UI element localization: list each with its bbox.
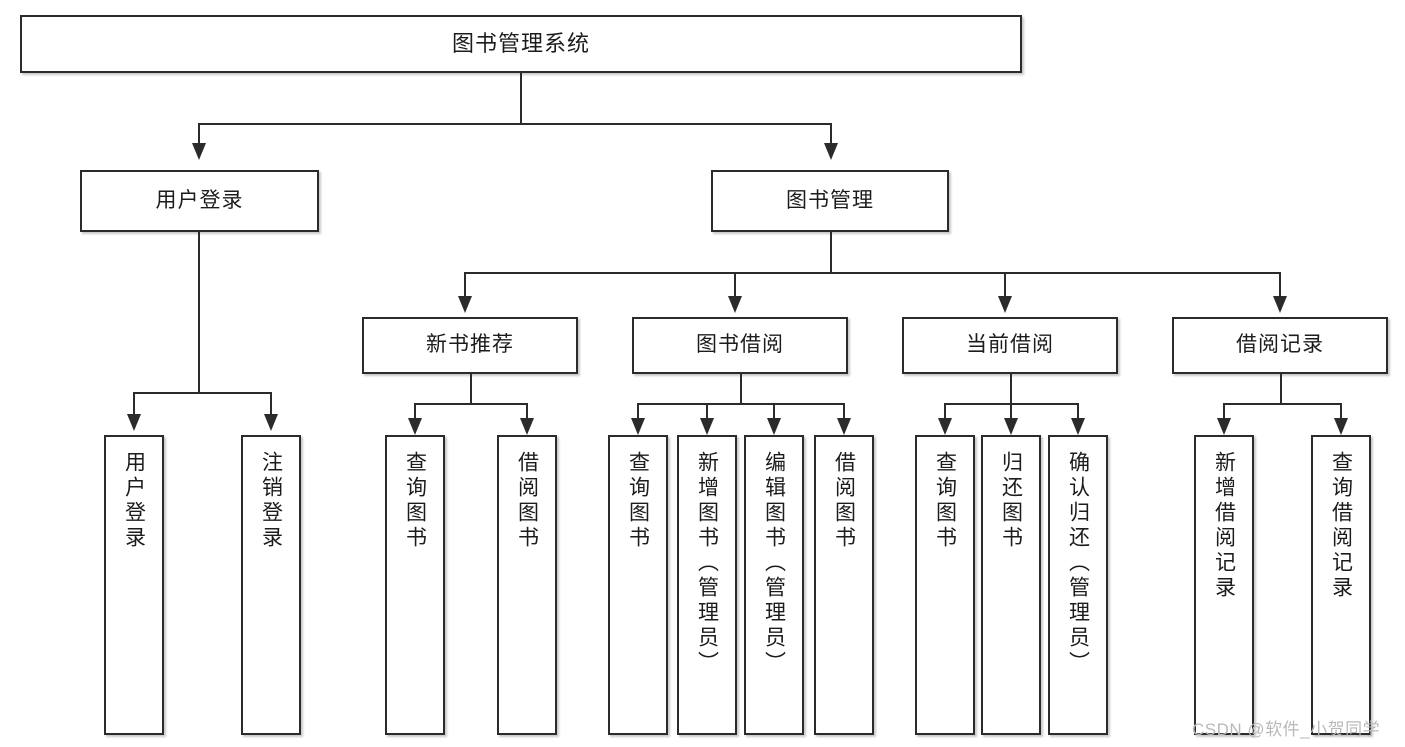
leaf-label: 注销登录: [259, 451, 283, 551]
leaf-label: 查询图书: [626, 451, 650, 551]
connector-book-borrow-bus: [637, 403, 844, 405]
node-current-borrow[interactable]: 当前借阅: [902, 317, 1118, 374]
connector-drop-leaf-user-login-1: [133, 392, 135, 414]
leaf-label: 查询图书: [933, 451, 957, 551]
arrowhead-book-borrow: [728, 296, 742, 313]
leaf-new-book-query-book[interactable]: 查询图书: [385, 435, 445, 735]
leaf-label: 查询图书: [403, 451, 427, 551]
leaf-new-book-borrow-book[interactable]: 借阅图书: [497, 435, 557, 735]
connector-drop-leaf-cb-1: [944, 403, 946, 418]
leaf-user-login-login[interactable]: 用户登录: [104, 435, 164, 735]
node-book-management[interactable]: 图书管理: [711, 170, 949, 232]
leaf-user-login-logout[interactable]: 注销登录: [241, 435, 301, 735]
connector-drop-new-book-recommend: [464, 272, 466, 296]
node-label: 借阅记录: [1236, 333, 1324, 357]
node-book-borrow[interactable]: 图书借阅: [632, 317, 848, 374]
leaf-label: 编辑图书（管理员）: [762, 451, 786, 676]
connector-drop-book-borrow: [734, 272, 736, 296]
arrowhead-leaf-nbr-1: [408, 418, 422, 435]
arrowhead-leaf-nbr-2: [520, 418, 534, 435]
arrowhead-leaf-br-2: [1334, 418, 1348, 435]
connector-new-book-recommend-bus: [414, 403, 527, 405]
connector-drop-leaf-bb-2: [706, 403, 708, 418]
connector-borrow-record-stem: [1280, 374, 1282, 403]
arrowhead-book-management: [824, 143, 838, 160]
arrowhead-leaf-user-login-2: [264, 414, 278, 431]
leaf-borrow-record-query-record[interactable]: 查询借阅记录: [1311, 435, 1371, 735]
arrowhead-leaf-cb-2: [1004, 418, 1018, 435]
connector-drop-leaf-nbr-1: [414, 403, 416, 418]
connector-book-borrow-stem: [740, 374, 742, 403]
connector-drop-leaf-br-2: [1340, 403, 1342, 418]
leaf-label: 确认归还（管理员）: [1066, 451, 1090, 676]
connector-root-stem: [520, 73, 522, 123]
connector-user-login-bus: [133, 392, 271, 394]
connector-level3-bus: [464, 272, 1281, 274]
leaf-book-borrow-borrow-book[interactable]: 借阅图书: [814, 435, 874, 735]
connector-drop-leaf-cb-2: [1010, 403, 1012, 418]
leaf-label: 查询借阅记录: [1329, 451, 1353, 601]
leaf-label: 借阅图书: [515, 451, 539, 551]
connector-drop-current-borrow: [1004, 272, 1006, 296]
leaf-book-borrow-add-book-admin[interactable]: 新增图书（管理员）: [677, 435, 737, 735]
node-label: 图书管理系统: [451, 31, 590, 57]
leaf-current-borrow-return-book[interactable]: 归还图书: [981, 435, 1041, 735]
arrowhead-current-borrow: [998, 296, 1012, 313]
arrowhead-leaf-bb-1: [631, 418, 645, 435]
connector-borrow-record-bus: [1223, 403, 1341, 405]
leaf-current-borrow-confirm-return-admin[interactable]: 确认归还（管理员）: [1048, 435, 1108, 735]
connector-book-management-stem: [830, 232, 832, 272]
arrowhead-leaf-cb-1: [938, 418, 952, 435]
leaf-label: 用户登录: [122, 451, 146, 551]
arrowhead-borrow-record: [1273, 296, 1287, 313]
connector-drop-book-management: [830, 123, 832, 143]
connector-drop-leaf-nbr-2: [526, 403, 528, 418]
connector-drop-leaf-bb-1: [637, 403, 639, 418]
leaf-label: 归还图书: [999, 451, 1023, 551]
connector-user-login-stem: [198, 232, 200, 392]
leaf-book-borrow-edit-book-admin[interactable]: 编辑图书（管理员）: [744, 435, 804, 735]
leaf-book-borrow-query-book[interactable]: 查询图书: [608, 435, 668, 735]
connector-current-borrow-stem: [1010, 374, 1012, 403]
connector-new-book-recommend-stem: [470, 374, 472, 403]
connector-level2-bus: [198, 123, 832, 125]
node-label: 新书推荐: [426, 333, 514, 357]
node-borrow-record[interactable]: 借阅记录: [1172, 317, 1388, 374]
arrowhead-leaf-br-1: [1217, 418, 1231, 435]
arrowhead-leaf-user-login-1: [127, 414, 141, 431]
node-user-login[interactable]: 用户登录: [80, 170, 319, 232]
arrowhead-new-book-recommend: [458, 296, 472, 313]
connector-drop-user-login: [198, 123, 200, 143]
leaf-label: 新增借阅记录: [1212, 451, 1236, 601]
leaf-current-borrow-query-book[interactable]: 查询图书: [915, 435, 975, 735]
node-label: 图书管理: [786, 188, 874, 212]
arrowhead-leaf-bb-2: [700, 418, 714, 435]
node-root-book-management-system[interactable]: 图书管理系统: [20, 15, 1022, 73]
csdn-watermark: CSDN @软件_小贺同学: [1192, 720, 1381, 739]
connector-drop-leaf-user-login-2: [270, 392, 272, 414]
connector-drop-leaf-bb-3: [773, 403, 775, 418]
connector-drop-leaf-bb-4: [843, 403, 845, 418]
connector-drop-leaf-br-1: [1223, 403, 1225, 418]
arrowhead-leaf-bb-3: [767, 418, 781, 435]
connector-drop-leaf-cb-3: [1077, 403, 1079, 418]
node-label: 当前借阅: [966, 333, 1054, 357]
leaf-label: 借阅图书: [832, 451, 856, 551]
leaf-borrow-record-add-record[interactable]: 新增借阅记录: [1194, 435, 1254, 735]
leaf-label: 新增图书（管理员）: [695, 451, 719, 676]
arrowhead-leaf-cb-3: [1071, 418, 1085, 435]
connector-drop-borrow-record: [1279, 272, 1281, 296]
node-label: 用户登录: [155, 188, 244, 212]
node-new-book-recommend[interactable]: 新书推荐: [362, 317, 578, 374]
node-label: 图书借阅: [696, 333, 784, 357]
arrowhead-leaf-bb-4: [837, 418, 851, 435]
arrowhead-user-login: [192, 143, 206, 160]
